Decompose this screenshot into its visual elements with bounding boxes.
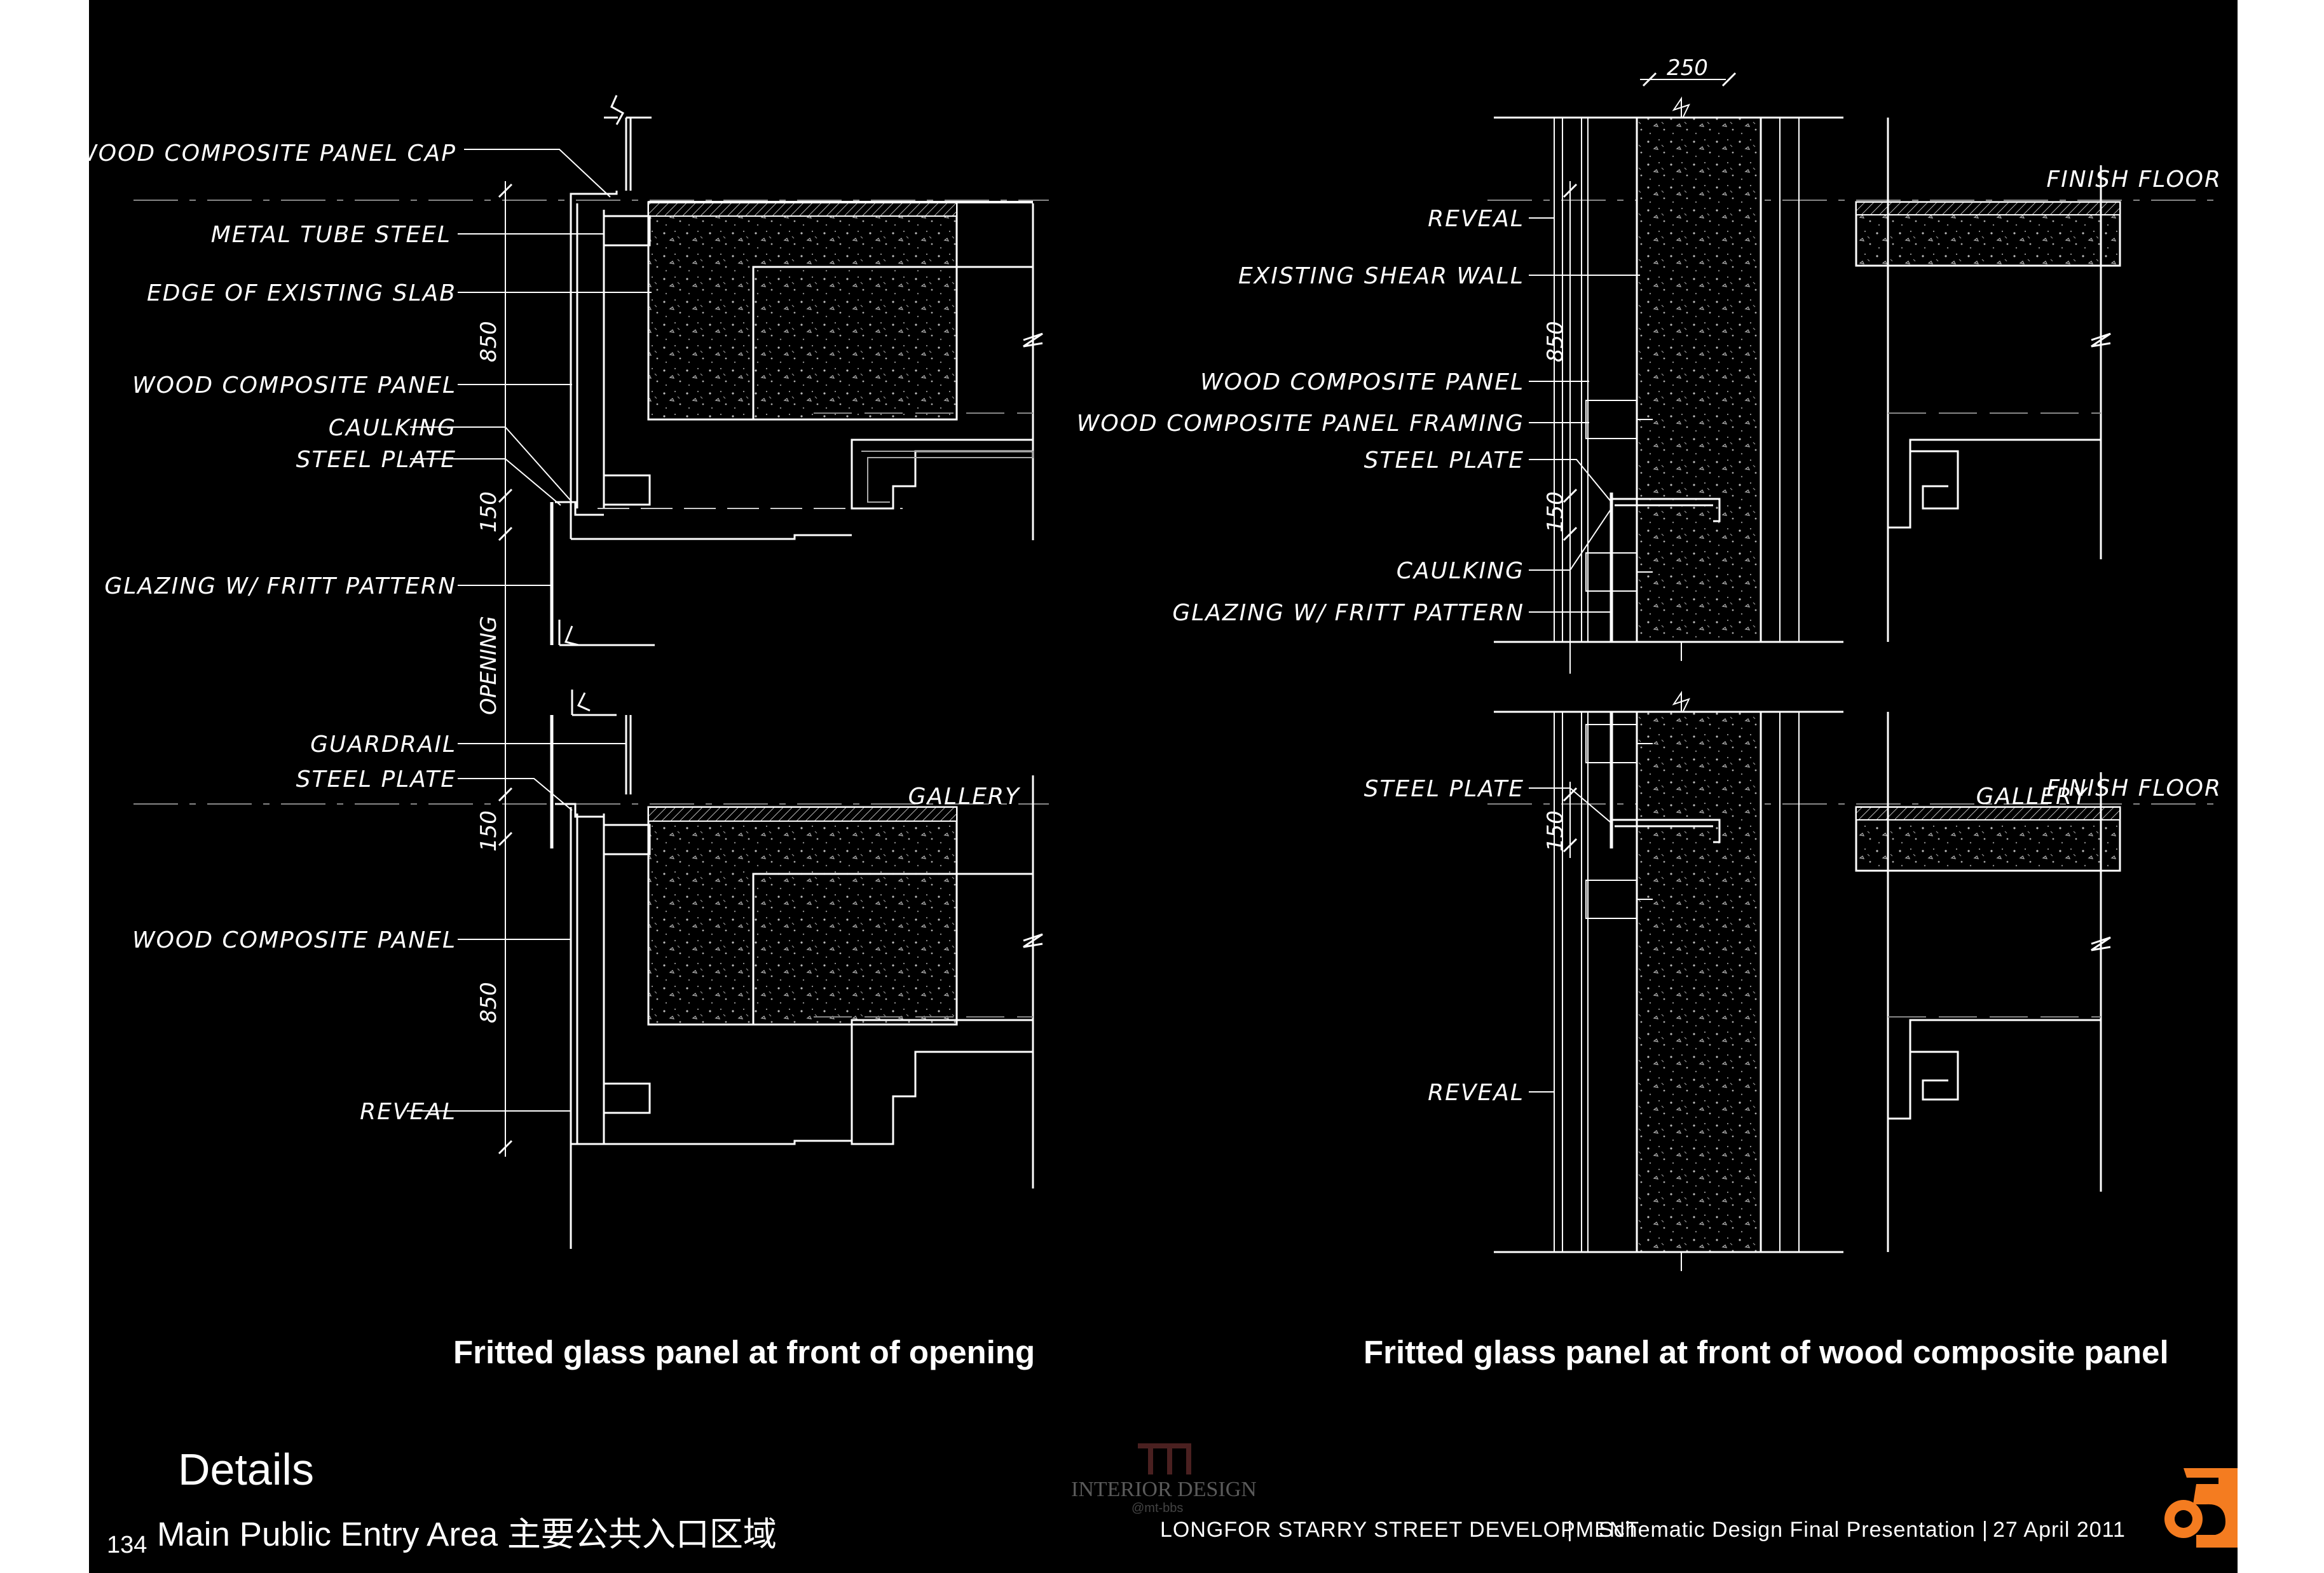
left-dimensions: 850 150 OPENING 150 850 (476, 321, 502, 1023)
caption-right: Fritted glass panel at front of wood com… (1364, 1334, 2169, 1370)
bottom-return (851, 1019, 1033, 1145)
right-labels: FINISH FLOOR REVEAL EXISTING SHEAR WALL … (1077, 167, 2222, 1106)
tube-steel-mid (603, 474, 651, 506)
label-finish-floor-2: FINISH FLOOR (2046, 775, 2222, 801)
dim-150-top: 150 (476, 491, 502, 533)
tube-steel-low (603, 1082, 651, 1114)
right-detail (1487, 72, 2225, 1271)
dim-opening: OPENING (476, 616, 502, 715)
page-number: 134 (107, 1532, 147, 1558)
footer-title: Details (178, 1445, 314, 1494)
label-edge-of-existing-slab: EDGE OF EXISTING SLAB (147, 280, 456, 306)
label-reveal-top: REVEAL (1428, 206, 1524, 232)
shear-wall-bottom (1636, 711, 1762, 1253)
label-reveal-bottom: REVEAL (1428, 1080, 1524, 1106)
watermark-logo-icon (1138, 1443, 1191, 1474)
caption-left: Fritted glass panel at front of opening (453, 1334, 1036, 1370)
construction-details-drawing: WOOD COMPOSITE PANEL CAP METAL TUBE STEE… (89, 55, 2225, 1271)
label-wood-composite-panel-right: WOOD COMPOSITE PANEL (1200, 369, 1524, 395)
dim-150-bottom: 150 (476, 810, 502, 852)
bottom-slab-step (752, 873, 1033, 1025)
label-caulking-right: CAULKING (1397, 558, 1524, 584)
top-slab-topping (648, 201, 957, 217)
left-leaders (407, 149, 652, 1112)
label-wood-composite-panel-cap: WOOD COMPOSITE PANEL CAP (89, 140, 456, 167)
soffit (571, 534, 852, 540)
orange-5-logo-icon (2164, 1468, 2238, 1548)
right-dimensions: 250 850 150 150 (1543, 55, 1708, 852)
top-slab (647, 201, 958, 421)
dim-850-right: 850 (1543, 321, 1568, 362)
left-detail (133, 95, 1049, 1249)
drawing-sheet: WOOD COMPOSITE PANEL CAP METAL TUBE STEE… (89, 0, 2238, 1573)
return-profile-hatch (861, 451, 1034, 503)
dim-ticks-left (498, 183, 513, 1155)
dim-850-bottom: 850 (476, 982, 502, 1023)
dim-250: 250 (1667, 55, 1708, 81)
tube-steel-top (603, 215, 651, 247)
label-steel-plate-right-2: STEEL PLATE (1364, 776, 1524, 802)
break-guardrail (571, 690, 617, 716)
label-wood-composite-panel-framing: WOOD COMPOSITE PANEL FRAMING (1077, 411, 1524, 437)
label-caulking: CAULKING (329, 415, 456, 441)
label-steel-plate: STEEL PLATE (296, 447, 456, 473)
footer-separator: | (1567, 1518, 1573, 1542)
shear-wall-top (1636, 116, 1762, 643)
break-top (604, 95, 652, 125)
label-guardrail: GUARDRAIL (310, 732, 456, 758)
footer-project: LONGFOR STARRY STREET DEVELOPMENT (1160, 1518, 1640, 1542)
break-symbol-right-2 (1023, 933, 1043, 948)
label-gallery: GALLERY (908, 784, 1021, 810)
label-wood-composite-panel: WOOD COMPOSITE PANEL (132, 372, 456, 398)
label-steel-plate-2: STEEL PLATE (296, 766, 456, 793)
label-metal-tube-steel: METAL TUBE STEEL (211, 222, 451, 248)
panel-cap (570, 191, 618, 203)
top-slab-step (752, 266, 1033, 419)
label-finish-floor: FINISH FLOOR (2046, 167, 2222, 193)
dim-150-right-top: 150 (1543, 491, 1568, 533)
label-glazing-right: GLAZING W/ FRITT PATTERN (1172, 600, 1524, 626)
dim-150-right-bottom: 150 (1543, 810, 1568, 852)
watermark-text: INTERIOR DESIGN (1071, 1478, 1257, 1501)
footer-phase: Schematic Design Final Presentation | (1599, 1518, 1988, 1542)
bottom-soffit (571, 1140, 852, 1145)
steel-plate-top (555, 501, 604, 516)
dim-850-top: 850 (476, 321, 502, 362)
break-opening (558, 620, 610, 646)
watermark-sub: @mt-bbs (1131, 1501, 1184, 1515)
bottom-slab (647, 806, 958, 1026)
footer-date: 27 April 2011 (1993, 1518, 2126, 1542)
label-steel-plate-right: STEEL PLATE (1364, 447, 1524, 473)
watermark: INTERIOR DESIGN (1071, 1478, 1257, 1502)
label-gallery-right: GALLERY (1976, 784, 2089, 810)
label-wood-composite-panel-2: WOOD COMPOSITE PANEL (132, 927, 456, 953)
left-labels: WOOD COMPOSITE PANEL CAP METAL TUBE STEE… (89, 140, 1021, 1125)
steel-plate-bottom (555, 803, 604, 818)
footer-subtitle: Main Public Entry Area 主要公共入口区域 (157, 1516, 777, 1553)
label-existing-shear-wall: EXISTING SHEAR WALL (1238, 263, 1524, 289)
label-reveal: REVEAL (360, 1099, 456, 1125)
tube-steel-bottom (603, 824, 651, 855)
break-symbol-right (1023, 332, 1043, 348)
label-glazing: GLAZING W/ FRITT PATTERN (104, 573, 456, 599)
bottom-slab-topping (648, 807, 957, 822)
return-profile (851, 439, 1033, 510)
